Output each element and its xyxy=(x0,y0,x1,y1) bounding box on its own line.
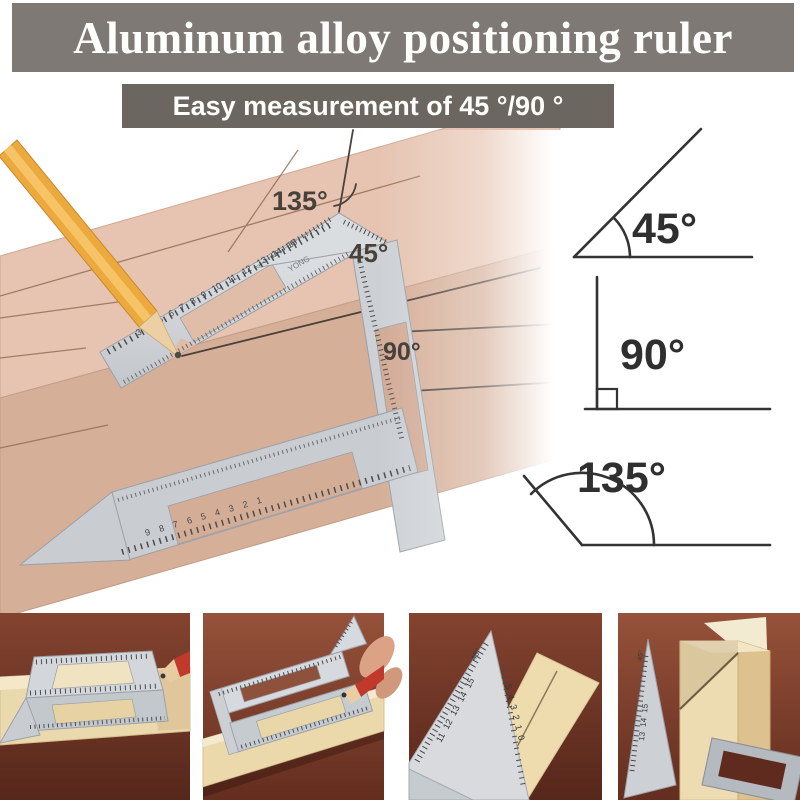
pencil-lead xyxy=(174,351,182,359)
diagram-45 xyxy=(572,127,754,259)
main-photo: 3 4 5 6 7 8 9 10 11 12 13 14 15 9 8 7 6 … xyxy=(0,94,568,619)
pencil xyxy=(0,139,182,359)
diagram-label-135: 135° xyxy=(577,454,666,502)
photo-label-90: 90° xyxy=(383,338,421,366)
diagram-90-square xyxy=(595,387,619,411)
tile2-red-pencil-lead xyxy=(341,692,347,698)
tile4-saw-cut-line xyxy=(679,652,739,710)
pencil-highlight xyxy=(4,145,151,322)
diagram-90 xyxy=(583,275,772,411)
diagram-label-45: 45° xyxy=(632,205,698,253)
diagram-label-90: 90° xyxy=(620,331,686,379)
tile1-red-pencil-lead xyxy=(160,673,166,679)
tile1-ruler-left-triangle xyxy=(0,696,41,744)
ruler-ticks xyxy=(106,215,411,555)
tile4-base-frame xyxy=(701,737,800,800)
tile2-plank-shadow xyxy=(203,731,384,797)
title-banner: Aluminum alloy positioning ruler xyxy=(12,3,794,72)
tile1-red-pencil-tip xyxy=(162,659,180,683)
photo-fade-overlay xyxy=(380,130,568,612)
photo-tile-4: 13 14 15 45° xyxy=(618,613,800,800)
tile2-ruler-ticks xyxy=(218,621,370,749)
tile2-ruler-top-cutout xyxy=(239,664,322,703)
ruler-pencil-notch xyxy=(166,338,196,362)
tile2-red-pencil-tip xyxy=(343,685,361,704)
diagram-135-arc xyxy=(529,471,656,547)
tile4-apex-label: 45° xyxy=(636,649,645,661)
photo-label-45: 45° xyxy=(349,238,389,268)
photo-label-135: 135° xyxy=(272,186,328,216)
tile3-ruler-ticks xyxy=(414,640,526,786)
tile2-finger xyxy=(359,636,395,678)
diagram-135 xyxy=(522,471,772,547)
arc-135 xyxy=(333,183,357,207)
photo-tile-2 xyxy=(202,613,403,800)
photo-tile-3: 11 12 13 14 15 5 4 3 2 1 0 45° xyxy=(408,613,602,800)
tile2-finger-2 xyxy=(375,667,403,699)
tile1-ruler-ticks xyxy=(29,653,166,729)
tile1-red-pencil-body xyxy=(174,651,190,677)
tile2-ruler-front-cutout xyxy=(255,695,347,739)
ruler-front-bar-cutout xyxy=(167,451,363,545)
tile1-ruler-top-cutout xyxy=(51,660,135,690)
subtitle-banner: Easy measurement of 45 °/90 ° xyxy=(122,84,614,128)
tile4-left-scale: 13 14 15 xyxy=(637,703,650,741)
page-title: Aluminum alloy positioning ruler xyxy=(73,12,733,63)
tile1-ruler-front-cutout xyxy=(51,698,137,725)
pencil-wood-tip xyxy=(138,310,181,359)
ruler-front-left-triangle xyxy=(18,491,131,566)
tile2-ruler-left-edge xyxy=(209,687,241,756)
photo-tile-1 xyxy=(0,613,191,800)
ruler-top-bar-cutout xyxy=(179,263,287,343)
angle-diagrams xyxy=(522,127,772,547)
tile4-block-top xyxy=(680,641,770,653)
tile3-front-bar-piece xyxy=(408,768,474,800)
tile2-red-pencil-body xyxy=(355,665,384,697)
tile4-saw-cut-shade xyxy=(680,641,738,711)
tile4-triangle-ruler xyxy=(623,638,677,799)
page-subtitle: Easy measurement of 45 °/90 ° xyxy=(172,90,564,121)
tile2-ruler xyxy=(209,615,374,756)
diagram-45-arc xyxy=(612,216,632,259)
